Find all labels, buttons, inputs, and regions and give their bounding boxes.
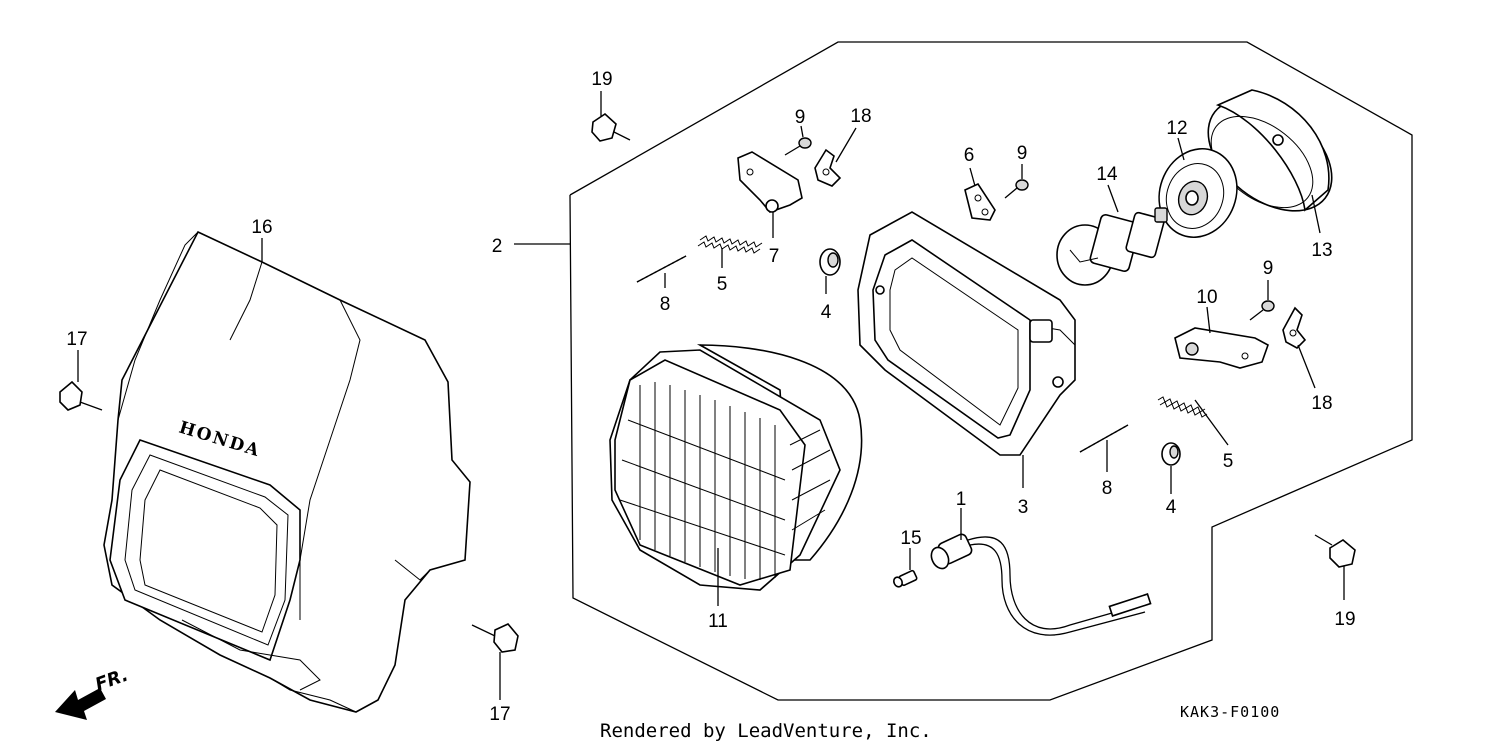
leader-10 <box>1206 306 1211 334</box>
callout-13: 13 <box>1311 240 1332 261</box>
leader-13 <box>1311 194 1321 234</box>
headlight-unit <box>609 344 863 591</box>
callout-19-a: 19 <box>591 69 612 90</box>
callout-9-a: 9 <box>795 107 806 128</box>
headlight-cowl: HONDA <box>103 230 471 713</box>
callout-9-c: 9 <box>1263 258 1274 279</box>
callout-9-b: 9 <box>1017 143 1028 164</box>
adjust-screw-8-a <box>636 255 687 283</box>
bolt-19-a <box>591 112 631 142</box>
wing-nut-18-b <box>1282 306 1307 349</box>
callout-7: 7 <box>769 246 780 267</box>
callout-10: 10 <box>1196 287 1217 308</box>
grommet-4-b <box>1161 442 1181 466</box>
leader-18b <box>1297 344 1316 389</box>
wing-nut-18-a <box>814 148 842 187</box>
callout-8-b: 8 <box>1102 478 1113 499</box>
spring-5-b <box>1157 396 1208 418</box>
callout-11: 11 <box>708 611 728 632</box>
callout-4-b: 4 <box>1166 497 1177 518</box>
bolt-17-a <box>59 380 103 411</box>
bolt-17-b <box>471 623 519 653</box>
callout-2: 2 <box>492 236 503 257</box>
callout-17-a: 17 <box>66 329 87 350</box>
screw-9-c <box>1249 300 1275 321</box>
callout-1: 1 <box>956 489 967 510</box>
bolt-19-b <box>1314 534 1356 568</box>
grommet-4-a <box>819 248 841 276</box>
callout-16: 16 <box>251 217 272 238</box>
screw-9-b <box>1004 179 1029 199</box>
headlight-bulb <box>1056 207 1168 286</box>
dust-cover <box>1158 147 1238 239</box>
adjuster-bracket-7 <box>737 151 803 213</box>
position-bulb-15 <box>893 569 918 588</box>
leader-12 <box>1177 137 1185 161</box>
callout-5-b: 5 <box>1223 451 1234 472</box>
callout-14: 14 <box>1096 164 1118 185</box>
callout-12: 12 <box>1166 118 1187 139</box>
assembly-boundary <box>569 41 1413 701</box>
callout-17-b: 17 <box>489 704 510 725</box>
leader-18a <box>835 127 857 163</box>
front-label: FR. <box>93 665 132 696</box>
leader-14 <box>1107 184 1119 213</box>
callout-4-a: 4 <box>821 302 832 323</box>
callout-18-a: 18 <box>850 106 871 127</box>
headlight-case <box>857 211 1076 456</box>
diagram-code: KAK3-F0100 <box>1180 703 1280 721</box>
adjust-screw-8-b <box>1079 424 1129 453</box>
leader-5b <box>1194 399 1229 446</box>
callout-3: 3 <box>1018 497 1029 518</box>
socket-and-cord <box>930 533 1152 636</box>
lens-ridges <box>619 382 786 580</box>
callout-19-b: 19 <box>1334 609 1355 630</box>
front-arrow-icon <box>55 688 106 720</box>
callout-18-b: 18 <box>1311 393 1332 414</box>
stay-bracket-6 <box>964 182 996 221</box>
screw-9-a <box>784 137 812 156</box>
callout-8-a: 8 <box>660 294 671 315</box>
callout-6: 6 <box>964 145 975 166</box>
callout-15: 15 <box>900 528 921 549</box>
leader-9a <box>800 125 804 138</box>
headlight-rear-case <box>1207 89 1333 212</box>
callout-5-a: 5 <box>717 274 728 295</box>
leader-6 <box>969 167 976 187</box>
adjuster-bracket-10 <box>1174 327 1269 369</box>
spring-5-a <box>697 235 763 254</box>
credit-line: Rendered by LeadVenture, Inc. <box>600 720 932 742</box>
